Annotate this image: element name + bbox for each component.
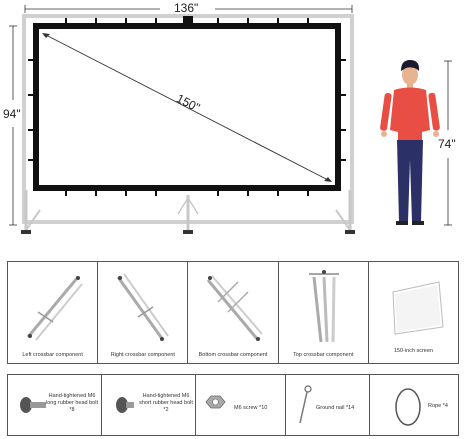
component-screen: 150-inch screen xyxy=(369,262,458,363)
top-crossbar-icon xyxy=(308,270,339,343)
hardware-short-bolt: Hand-tightened M6 short rubber head bolt… xyxy=(102,375,196,435)
component-right-crossbar: Right crossbar component xyxy=(98,262,189,363)
hardware-label: Ground nail *14 xyxy=(316,405,355,411)
hardware-label: M6 screw *10 xyxy=(234,405,268,411)
components-grid: Left crossbar component Right crossbar c… xyxy=(7,261,459,364)
left-crossbar-icon xyxy=(26,276,83,341)
short-bolt-icon xyxy=(116,397,134,413)
component-bottom-crossbar: Bottom crossbar component xyxy=(188,262,279,363)
hardware-label: Rope *4 xyxy=(428,403,448,409)
right-crossbar-icon xyxy=(116,273,170,341)
hardware-label: Hand-tightened M6 long rubber head bolt … xyxy=(46,393,98,413)
hardware-label: Hand-tightened M6 short rubber head bolt… xyxy=(139,393,193,413)
ground-nail-icon xyxy=(299,385,312,424)
screen-icon xyxy=(392,281,444,335)
hardware-grid: Hand-tightened M6 long rubber head bolt … xyxy=(7,374,459,436)
bottom-crossbar-icon xyxy=(207,275,264,341)
hardware-screw: M6 screw *10 xyxy=(196,375,286,435)
width-dimension-label: 136" xyxy=(174,1,199,15)
component-top-crossbar: Top crossbar component xyxy=(279,262,369,363)
component-label: Right crossbar component xyxy=(110,352,175,358)
component-label: 150-inch screen xyxy=(393,348,433,354)
rope-icon xyxy=(395,388,421,426)
screen-frame-drawing xyxy=(9,5,452,234)
component-left-crossbar: Left crossbar component xyxy=(8,262,99,363)
screen-dimension-illustration: 136" 94" 150" 74" xyxy=(3,1,456,234)
hardware-rope: Rope *4 xyxy=(370,375,458,435)
long-bolt-icon xyxy=(20,397,46,413)
screw-nut-icon xyxy=(205,395,226,409)
hardware-long-bolt: Hand-tightened M6 long rubber head bolt … xyxy=(8,375,102,435)
component-label: Left crossbar component xyxy=(22,352,83,358)
person-figure xyxy=(380,60,440,225)
component-label: Bottom crossbar component xyxy=(198,352,268,358)
height-dimension-label: 94" xyxy=(3,107,21,121)
person-height-label: 74" xyxy=(438,137,456,151)
component-label: Top crossbar component xyxy=(293,352,354,358)
hardware-ground-nail: Ground nail *14 xyxy=(286,375,370,435)
